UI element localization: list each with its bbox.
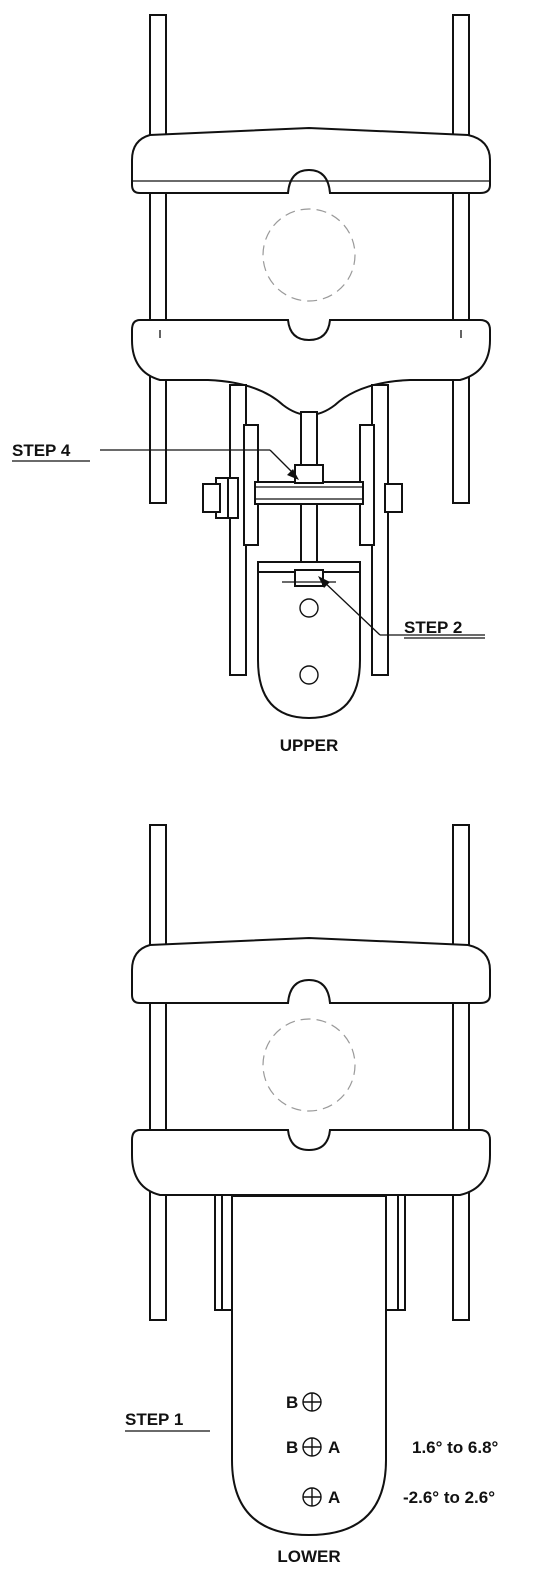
step1-label: STEP 1 [125,1410,183,1429]
upper-hole-bottom [299,665,319,685]
step2-label: STEP 2 [404,618,462,637]
upper-right-rod [452,14,470,504]
hole-label-b-mid: B [286,1438,298,1457]
hole-label-a-bot: A [328,1488,340,1507]
upper-top-nut [294,464,324,484]
hole-a-bottom-symbol [302,1487,322,1507]
upper-assembly: STEP 4 STEP 2 UPPER [12,14,491,755]
upper-pipe-hidden [262,208,356,302]
upper-horizontal-bolt [254,481,364,505]
upper-top-clamp [131,126,491,194]
lower-left-rod [149,824,167,1321]
upper-caption: UPPER [280,736,339,755]
upper-lower-clamp [131,319,491,417]
upper-bottom-nut [294,569,324,587]
lower-lower-clamp [131,1129,491,1196]
upper-tongue [257,564,361,720]
lower-right-rod [452,824,470,1321]
lower-assembly: B B A A 1.6° to 6.8° -2.6° to 2.6° STEP … [125,824,499,1566]
lower-pipe-hidden [262,1018,356,1112]
lower-tongue [231,1195,387,1537]
lower-caption: LOWER [277,1547,340,1566]
lower-top-clamp [131,936,491,1004]
upper-left-nut [202,483,221,513]
hole-b-top-symbol [302,1392,322,1412]
upper-hole-top [299,598,319,618]
upper-left-rod [149,14,167,504]
step4-label: STEP 4 [12,441,71,460]
hole-mid-symbol [302,1437,322,1457]
angle-range-bot: -2.6° to 2.6° [403,1488,495,1507]
upper-right-nut [384,483,403,513]
hole-label-b-top: B [286,1393,298,1412]
angle-range-mid: 1.6° to 6.8° [412,1438,499,1457]
hole-label-a-mid: A [328,1438,340,1457]
